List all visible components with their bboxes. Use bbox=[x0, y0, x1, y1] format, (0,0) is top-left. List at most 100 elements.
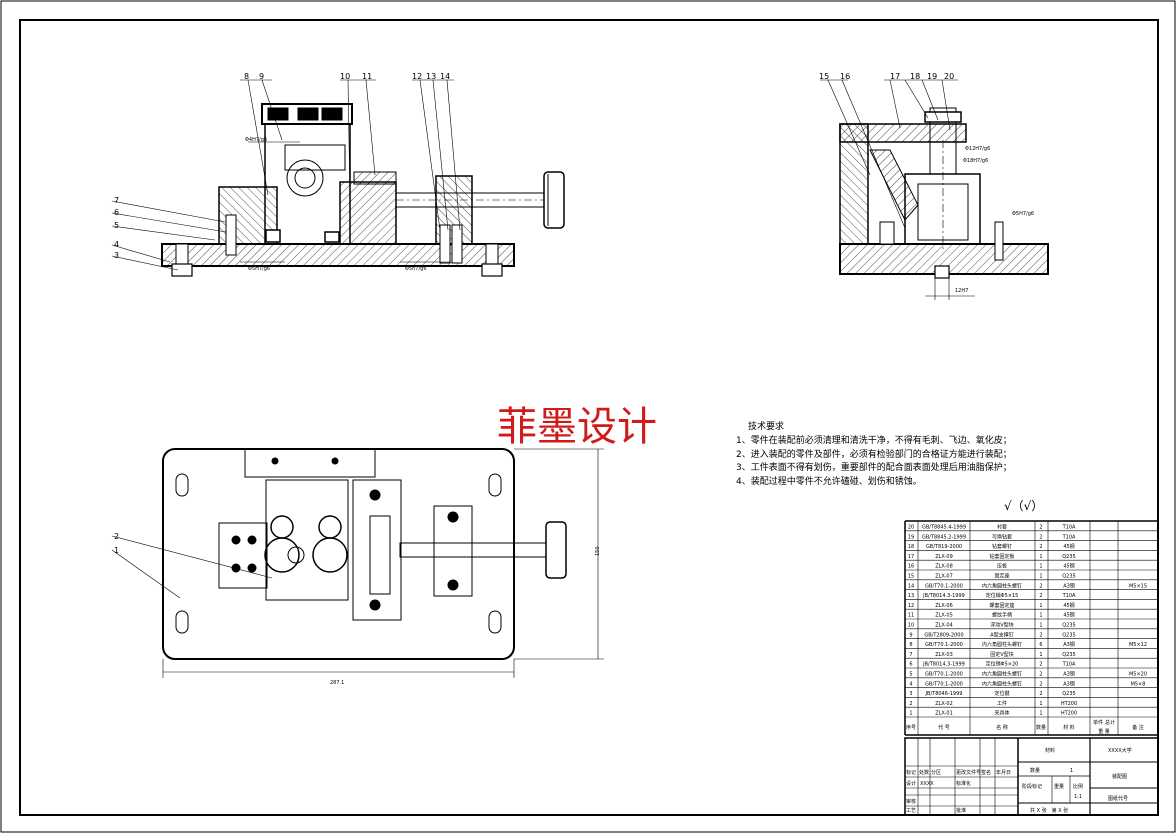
bom-item-no: 18 bbox=[908, 544, 914, 550]
callout-3: 3 bbox=[114, 251, 119, 260]
top-view-labels: 2 1 287.1 150 bbox=[114, 532, 601, 686]
watermark: 菲墨设计 bbox=[497, 404, 657, 450]
top-floating-v-block bbox=[352, 479, 402, 621]
bom-item-no: 7 bbox=[909, 652, 912, 658]
bom-item-name: 内六角圆柱头螺钉 bbox=[982, 680, 1022, 687]
callout-15: 15 bbox=[819, 72, 829, 81]
dimension-length: 287.1 bbox=[330, 680, 344, 686]
bom-item-material: A3钢 bbox=[1063, 641, 1075, 648]
revision-label: 处数 bbox=[919, 769, 929, 776]
bom-item-qty: 2 bbox=[1039, 583, 1042, 589]
bom-item-material: 45钢 bbox=[1063, 563, 1074, 570]
weight-label: 重量 bbox=[1054, 783, 1064, 790]
bom-item-code: ZLX-08 bbox=[935, 564, 953, 570]
bom-item-qty: 2 bbox=[1039, 681, 1042, 687]
bom-item-material: Q235 bbox=[1062, 554, 1075, 560]
bom-item-material: Q235 bbox=[1062, 623, 1075, 629]
top-view bbox=[111, 448, 604, 678]
fit-label: Φ5H7/g6 bbox=[248, 266, 270, 272]
drawing-number: 图纸代号 bbox=[1108, 795, 1128, 802]
callout-7: 7 bbox=[114, 196, 119, 205]
callout-10: 10 bbox=[340, 72, 350, 81]
bom-item-code: GB/T70.1-2000 bbox=[925, 583, 963, 589]
bom-item-name: 定位键 bbox=[994, 690, 1009, 697]
bom-item-code: GB/T8845.4-1999 bbox=[922, 525, 966, 531]
fit-label: Φ18H7/g6 bbox=[963, 158, 988, 164]
bom-item-name: 内六角圆柱头螺钉 bbox=[982, 671, 1022, 678]
bom-item-name: 螺套固定座 bbox=[989, 602, 1014, 609]
bom-header: 备 注 bbox=[1132, 724, 1144, 731]
quantity-value: 1 bbox=[1070, 768, 1073, 774]
revision-label: 更改文件号 bbox=[956, 769, 981, 776]
bom-item-name: 工件 bbox=[997, 700, 1007, 707]
front-handle-knob bbox=[543, 171, 565, 229]
callout-13: 13 bbox=[426, 72, 436, 81]
bom-item-code: GB/T70.1-2000 bbox=[925, 681, 963, 687]
bom-item-code: JB/T8014.3-1999 bbox=[922, 662, 965, 668]
bom-item-code: ZLX-02 bbox=[935, 701, 953, 707]
designer-name: XXXX bbox=[920, 781, 934, 787]
technical-requirements: 技术要求 1、零件在装配前必须清理和清洗干净，不得有毛刺、飞边、氧化皮； 2、进… bbox=[736, 420, 1012, 487]
callout-1: 1 bbox=[114, 546, 119, 555]
revision-label: 签名 bbox=[981, 769, 991, 776]
bom-item-no: 4 bbox=[909, 681, 912, 687]
bom-item-no: 2 bbox=[909, 701, 912, 707]
bom-item-no: 9 bbox=[909, 632, 912, 638]
callout-17: 17 bbox=[890, 72, 900, 81]
bom-item-code: ZLX-01 bbox=[935, 711, 953, 717]
stage-label: 阶段标记 bbox=[1022, 783, 1042, 790]
bom-item-material: Q235 bbox=[1062, 632, 1075, 638]
bom-item-material: HT200 bbox=[1061, 711, 1077, 717]
bom-item-note: M5×15 bbox=[1129, 583, 1147, 589]
tech-line: 2、进入装配的零件及部件，必须有检验部门的合格证方能进行装配； bbox=[736, 448, 1012, 460]
bom-item-no: 15 bbox=[908, 574, 914, 580]
bom-item-name: 可换钻套 bbox=[992, 533, 1012, 540]
bom-item-no: 12 bbox=[908, 603, 914, 609]
role-label: 工艺 bbox=[906, 808, 916, 814]
bom-header: 数量 bbox=[1036, 724, 1046, 731]
bom-item-no: 6 bbox=[909, 662, 912, 668]
front-view bbox=[111, 79, 565, 277]
top-nut-holder bbox=[433, 505, 473, 597]
roughness-symbol: √（√） bbox=[1004, 499, 1043, 513]
bom-item-code: ZLX-03 bbox=[935, 652, 953, 658]
bom-item-qty: 6 bbox=[1039, 642, 1042, 648]
bom-item-qty: 1 bbox=[1039, 564, 1042, 570]
bom-item-name: 内六角圆柱头螺钉 bbox=[982, 641, 1022, 648]
scale-label: 比例 bbox=[1073, 783, 1083, 790]
bom-item-material: 45钢 bbox=[1063, 602, 1074, 609]
callout-9: 9 bbox=[259, 72, 264, 81]
bom-item-material: T10A bbox=[1062, 593, 1076, 599]
role-label: 标准化 bbox=[956, 780, 971, 787]
bom-header: 代 号 bbox=[938, 724, 950, 731]
callout-11: 11 bbox=[362, 72, 372, 81]
tech-line: 1、零件在装配前必须清理和清洗干净，不得有毛刺、飞边、氧化皮； bbox=[736, 434, 1012, 446]
bom-item-no: 14 bbox=[908, 583, 914, 589]
tech-line: 4、装配过程中零件不允许磕碰、划伤和锈蚀。 bbox=[736, 475, 922, 487]
bom-item-material: 45钢 bbox=[1063, 612, 1074, 619]
side-fixed-seat bbox=[839, 123, 869, 245]
dimension-width: 150 bbox=[595, 546, 601, 556]
school-name: XXXX大学 bbox=[1108, 747, 1132, 754]
scale-value: 1:1 bbox=[1074, 794, 1082, 800]
bom-item-qty: 1 bbox=[1039, 652, 1042, 658]
bom-item-code: ZLX-06 bbox=[935, 603, 953, 609]
bom-item-no: 19 bbox=[908, 534, 914, 540]
bom-item-code: GB/T8845.2-1999 bbox=[922, 534, 966, 540]
bom-item-material: A3钢 bbox=[1063, 582, 1075, 589]
bom-item-note: M5×20 bbox=[1129, 672, 1147, 678]
revision-label: 分区 bbox=[931, 769, 941, 776]
bom-item-qty: 1 bbox=[1039, 613, 1042, 619]
bom-item-qty: 1 bbox=[1039, 574, 1042, 580]
bom-item-material: A3钢 bbox=[1063, 680, 1075, 687]
bom-item-code: ZLX-09 bbox=[935, 554, 953, 560]
callout-20: 20 bbox=[944, 72, 954, 81]
bom-header: 重 量 bbox=[1098, 728, 1110, 735]
bom-item-name: 钻套固定板 bbox=[989, 553, 1014, 560]
bom-item-name: 钻套螺钉 bbox=[992, 543, 1012, 550]
top-fixed-v-block bbox=[218, 522, 268, 589]
bom-item-code: GB/T2809-2000 bbox=[924, 632, 963, 638]
callout-4: 4 bbox=[114, 240, 119, 249]
